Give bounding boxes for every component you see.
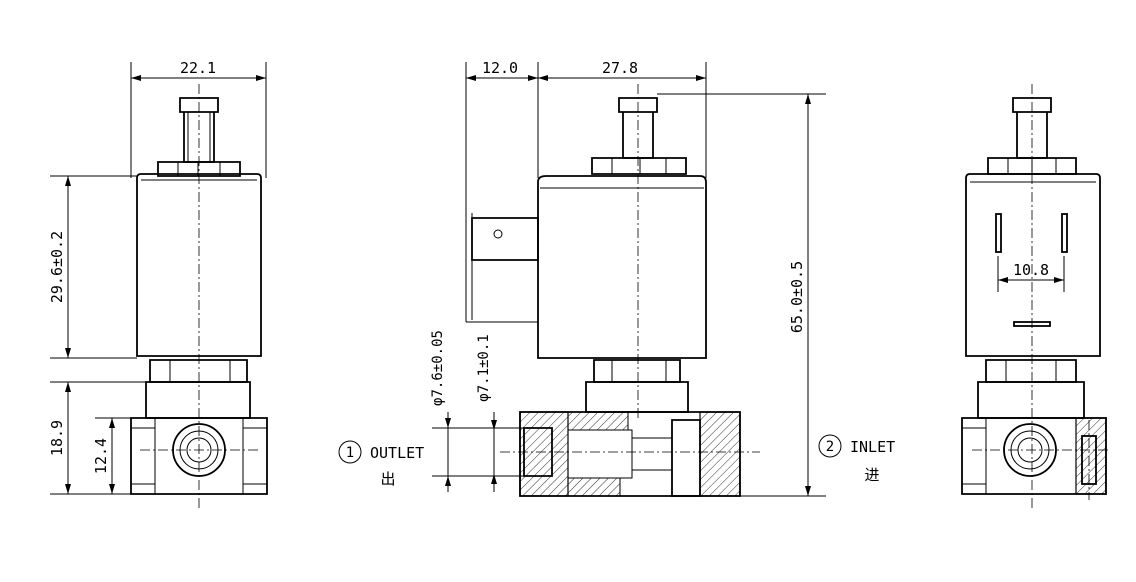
dim-terminal-offset-label: 12.0 (482, 59, 518, 77)
dim-coil-depth-label: 27.8 (602, 59, 638, 77)
outlet-label-cn: 出 (380, 470, 395, 488)
outlet-label: OUTLET (370, 444, 424, 462)
dim-bore-diameter-label: φ7.1±0.1 (476, 334, 492, 401)
inlet-label-cn: 进 (864, 466, 879, 484)
outlet-marker-number: 1 (346, 445, 354, 461)
inlet-marker-number: 2 (826, 439, 834, 455)
right-view: 10.8 (961, 84, 1110, 510)
middle-view: 12.0 27.8 65.0±0.5 φ7.6±0.05 φ7.1±0.1 1 … (338, 59, 895, 497)
outlet-marker-circle (338, 440, 362, 464)
inlet-label: INLET (850, 438, 895, 456)
left-view: 22.1 29.6±0.2 18.9 12.4 (48, 59, 268, 510)
dim-width-label: 22.1 (180, 59, 216, 77)
dim-total-height-label: 65.0±0.5 (788, 261, 806, 333)
dim-terminal-spacing-label: 10.8 (1013, 261, 1049, 279)
dim-port-height-label: 12.4 (92, 438, 110, 474)
inlet-marker-circle (818, 434, 842, 458)
dim-base-height-label: 18.9 (48, 420, 66, 456)
dim-outlet-diameter-label: φ7.6±0.05 (430, 330, 446, 406)
dim-coil-height-label: 29.6±0.2 (48, 231, 66, 303)
